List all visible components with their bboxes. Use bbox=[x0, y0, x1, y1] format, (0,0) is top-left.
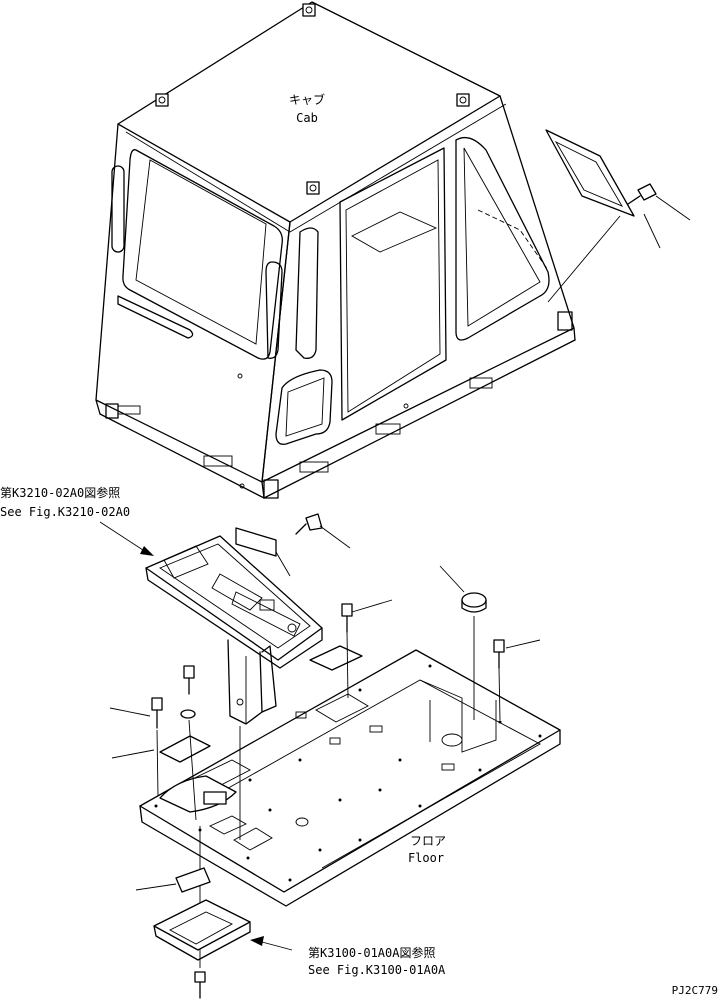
drawing-code: PJ2C779 bbox=[672, 984, 718, 997]
cab-front-side bbox=[261, 95, 575, 483]
lifting-eye-icon bbox=[155, 93, 169, 107]
cab-assembly bbox=[95, 1, 576, 499]
bolt-icon bbox=[295, 513, 323, 535]
block-part bbox=[175, 867, 211, 893]
bolt-icon bbox=[627, 183, 657, 205]
bolt-icon bbox=[341, 603, 353, 633]
washer-icon bbox=[180, 709, 196, 719]
lifting-eye-icon bbox=[306, 181, 320, 195]
reference-label-jp: 第K3210-02A0図参照 bbox=[0, 485, 120, 500]
cover-plate bbox=[309, 645, 363, 671]
bolt-icon bbox=[183, 665, 195, 695]
lifting-eye-icon bbox=[456, 93, 470, 107]
floor-assembly bbox=[139, 649, 561, 907]
floor-label-jp: フロア bbox=[410, 834, 446, 848]
bolt-icon bbox=[151, 697, 163, 729]
lifting-eye-icon bbox=[302, 3, 316, 17]
reference-label-jp: 第K3100-01A0A図参照 bbox=[308, 945, 435, 960]
bolt-icon bbox=[194, 971, 206, 999]
bolt-icon bbox=[493, 639, 505, 669]
floor-plate bbox=[139, 649, 561, 893]
side-cover-part bbox=[545, 129, 635, 217]
floor-label-en: Floor bbox=[408, 851, 444, 865]
console-assembly bbox=[145, 535, 323, 725]
reference-label-en: See Fig.K3210-02A0 bbox=[0, 505, 130, 519]
cab-label-jp: キャブ bbox=[289, 92, 325, 107]
reference-arrow-icon bbox=[99, 521, 154, 556]
cover-plate bbox=[159, 735, 211, 763]
reference-arrow-icon bbox=[250, 936, 293, 951]
reference-label-en: See Fig.K3100-01A0A bbox=[308, 963, 446, 977]
label-plate bbox=[235, 527, 277, 557]
bracket-part bbox=[153, 899, 251, 961]
cab-label-en: Cab bbox=[296, 111, 318, 125]
plug-cap-icon bbox=[461, 592, 487, 613]
